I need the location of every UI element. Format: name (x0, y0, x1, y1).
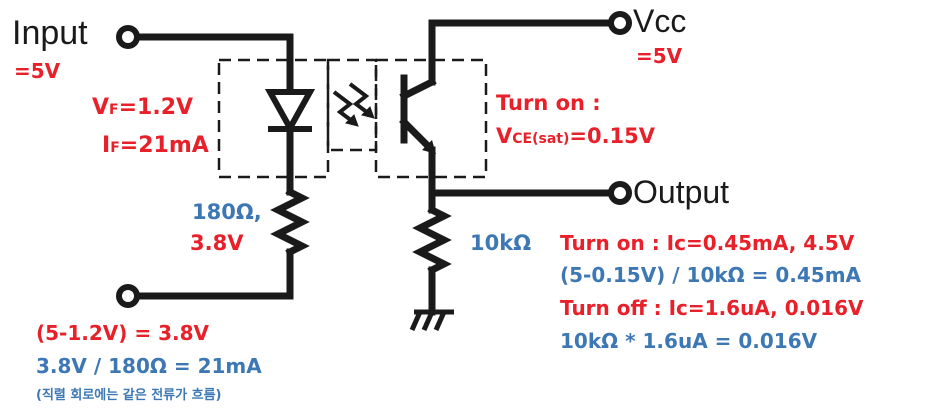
input-calc-current: 3.8V / 180Ω = 21mA (36, 354, 262, 378)
light-arrow-icon (332, 82, 375, 127)
output-calc-turn-off: Turn off : Ic=1.6uA, 0.016V (560, 296, 864, 320)
output-terminal-icon (608, 181, 632, 205)
transistor-vce-label: VCE(sat)=0.15V (496, 124, 656, 148)
input-resistor-zigzag (270, 187, 310, 257)
output-resistor-zigzag (412, 205, 452, 275)
output-circuit (399, 19, 616, 316)
input-terminal-icon (116, 25, 140, 49)
led-if-label: IF=21mA (102, 133, 209, 158)
output-calc-turn-off-formula: 10kΩ * 1.6uA = 0.016V (560, 329, 818, 353)
led-vf-label: VF=1.2V (92, 95, 193, 120)
transistor-collector (399, 77, 437, 101)
input-circuit (132, 33, 310, 300)
emitter-dashed-box (217, 58, 330, 179)
input-calc-voltage: (5-1.2V) = 3.8V (36, 321, 210, 345)
output-calc-turn-on-formula: (5-0.15V) / 10kΩ = 0.45mA (560, 263, 862, 287)
vcc-terminal-label: Vcc (633, 3, 686, 39)
input-voltage-label: =5V (14, 59, 61, 83)
vcc-voltage-label: =5V (636, 44, 683, 68)
input-calc-note: (직렬 회로에는 같은 전류가 흐름) (36, 387, 221, 403)
input-terminal-label: Input (12, 14, 88, 52)
transistor-emitter (399, 117, 435, 153)
input-resistor-value: 180Ω, (192, 200, 262, 224)
output-terminal-label: Output (633, 174, 729, 210)
emitter-arrow-icon (422, 140, 436, 154)
output-resistor-value: 10kΩ (470, 231, 531, 255)
output-calc-turn-on: Turn on : Ic=0.45mA, 4.5V (560, 231, 855, 255)
input-return-terminal-icon (116, 284, 140, 308)
vcc-terminal-icon (608, 11, 632, 35)
transistor-state-label: Turn on : (496, 91, 601, 115)
led-icon (264, 89, 316, 135)
input-resistor-drop: 3.8V (190, 231, 244, 255)
coupling-dashed-box (326, 58, 378, 152)
ground-icon (409, 309, 454, 332)
